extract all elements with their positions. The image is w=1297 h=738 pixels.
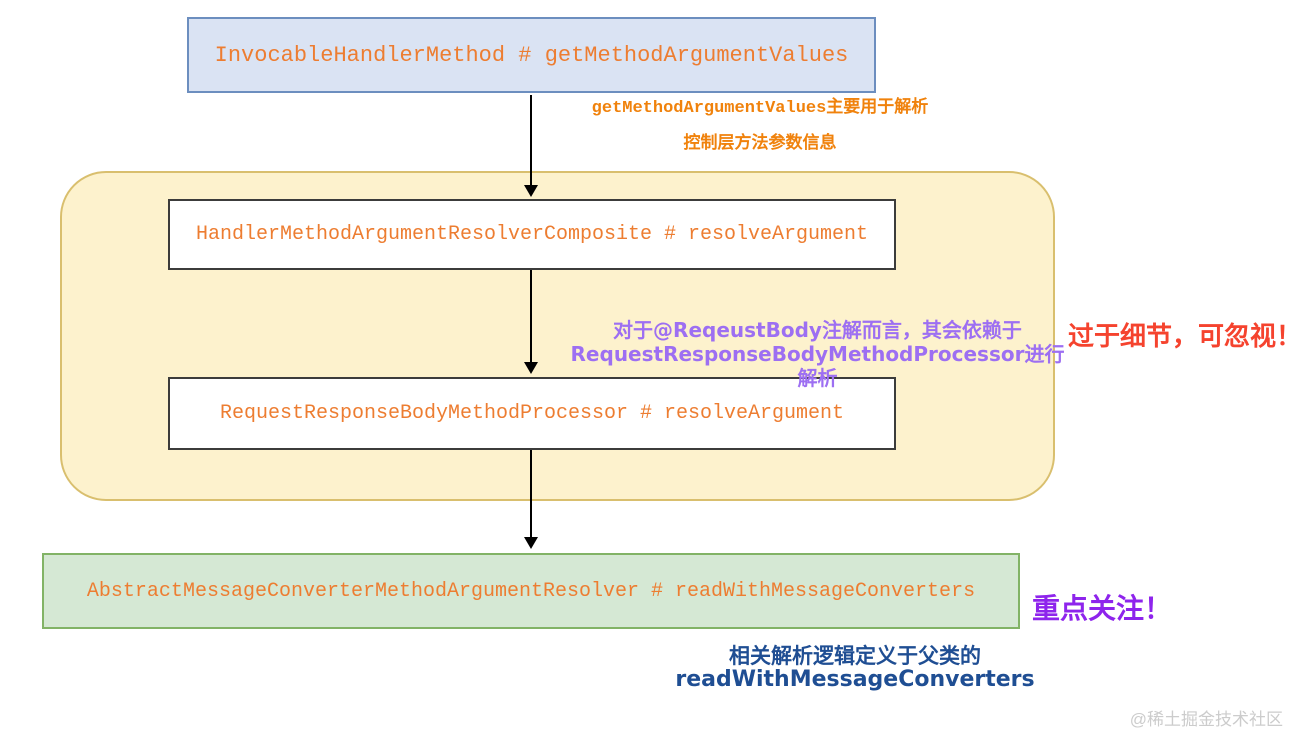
watermark-juejin-community: @稀土掘金技术社区 bbox=[1129, 710, 1283, 729]
note-parent-class-line2: readWithMessageConverters bbox=[675, 667, 1035, 692]
node-invocable-handler-method: InvocableHandlerMethod # getMethodArgume… bbox=[187, 17, 876, 93]
arrow-down-3 bbox=[523, 450, 539, 549]
node-abstract-converter-resolver-label: AbstractMessageConverterMethodArgumentRe… bbox=[86, 579, 976, 603]
arrow-head-icon bbox=[524, 362, 538, 374]
note-request-body-line1-prefix: 对于 bbox=[613, 318, 654, 342]
note-request-body-line1-strong: @ReqeustBody bbox=[653, 318, 822, 342]
arrow-head-icon bbox=[524, 537, 538, 549]
note-request-body-dependency: 对于@ReqeustBody注解而言，其会依赖于 RequestResponse… bbox=[565, 318, 1070, 390]
arrow-down-2 bbox=[523, 270, 539, 374]
note-get-method-line2: 控制层方法参数信息 bbox=[683, 135, 837, 154]
node-abstract-converter-resolver: AbstractMessageConverterMethodArgumentRe… bbox=[42, 553, 1020, 629]
note-too-detailed: 过于细节，可忽视！ bbox=[1068, 322, 1297, 352]
node-body-method-processor: RequestResponseBodyMethodProcessor # res… bbox=[168, 377, 896, 450]
note-key-focus: 重点关注！ bbox=[1032, 592, 1173, 625]
note-get-method-line1: getMethodArgumentValues主要用于解析 bbox=[591, 99, 929, 118]
note-request-body-line1-suffix: 注解而言，其会依赖于 bbox=[821, 318, 1022, 342]
arrow-line bbox=[530, 95, 532, 185]
note-request-body-line2-suffix: 进行解析 bbox=[797, 342, 1065, 390]
arrow-head-icon bbox=[524, 185, 538, 197]
note-request-body-line1: 对于@ReqeustBody注解而言，其会依赖于 bbox=[565, 318, 1070, 342]
node-resolver-composite-label: HandlerMethodArgumentResolverComposite #… bbox=[195, 223, 869, 246]
arrow-line bbox=[530, 270, 532, 362]
node-invocable-handler-method-label: InvocableHandlerMethod # getMethodArgume… bbox=[214, 42, 849, 68]
arrow-line bbox=[530, 450, 532, 537]
note-parent-class-logic: 相关解析逻辑定义于父类的 readWithMessageConverters bbox=[655, 644, 1055, 692]
node-resolver-composite: HandlerMethodArgumentResolverComposite #… bbox=[168, 199, 896, 270]
node-body-method-processor-label: RequestResponseBodyMethodProcessor # res… bbox=[219, 402, 845, 425]
note-request-body-line2-strong: RequestResponseBodyMethodProcessor bbox=[570, 342, 1025, 366]
note-parent-class-line1: 相关解析逻辑定义于父类的 bbox=[729, 644, 981, 668]
note-request-body-line2: RequestResponseBodyMethodProcessor进行解析 bbox=[565, 342, 1070, 390]
note-get-method-argument-values: getMethodArgumentValues主要用于解析 控制层方法参数信息 bbox=[560, 99, 960, 154]
arrow-down-1 bbox=[523, 95, 539, 197]
